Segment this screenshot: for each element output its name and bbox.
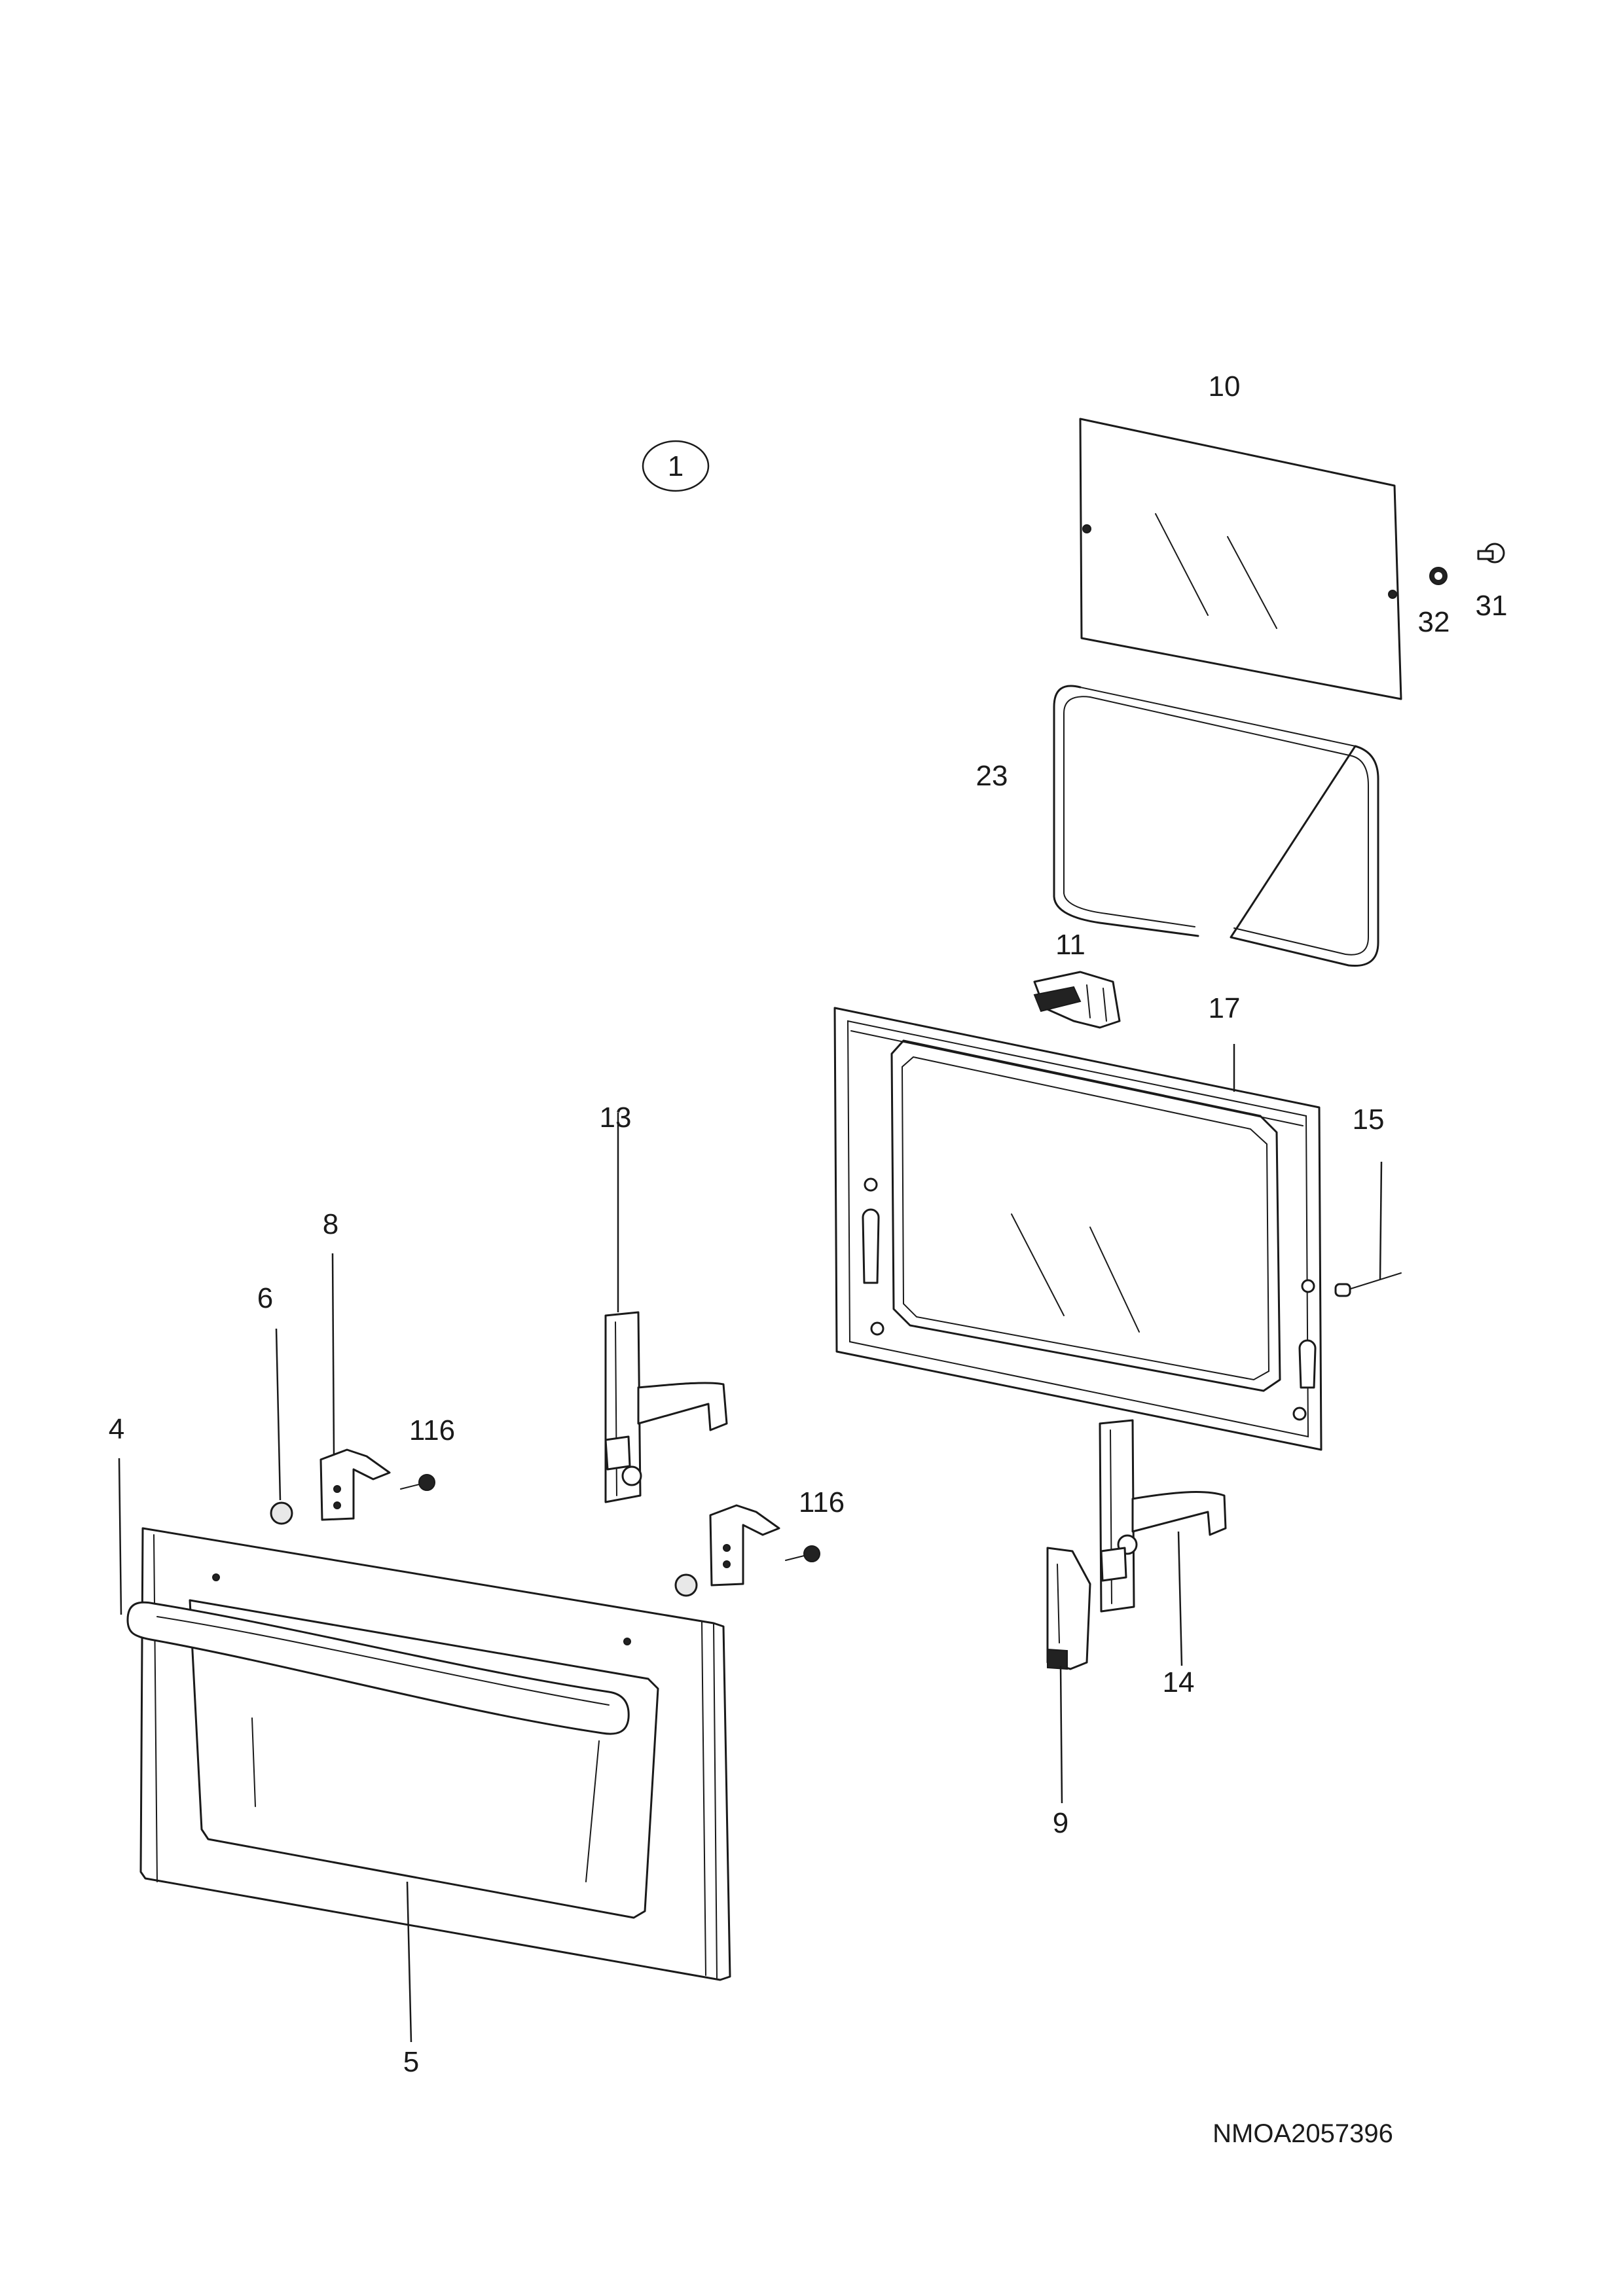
callout-116-right: 116 <box>799 1486 845 1518</box>
assembly-marker: 1 <box>642 440 710 492</box>
callout-6: 6 <box>257 1282 273 1314</box>
callout-116-left: 116 <box>409 1414 455 1446</box>
part-5-door-panel <box>139 1527 731 1981</box>
callout-9: 9 <box>1053 1807 1068 1839</box>
callout-labels: 10 32 31 23 11 17 15 13 8 6 4 116 116 14… <box>109 370 1508 2078</box>
part-11-clip <box>1033 971 1121 1029</box>
callout-11: 11 <box>1055 929 1085 961</box>
assembly-number: 1 <box>668 450 684 482</box>
callout-4: 4 <box>109 1413 124 1445</box>
part-17-inner-frame <box>833 1007 1322 1451</box>
callout-15: 15 <box>1353 1103 1385 1136</box>
part-116-screw-left <box>400 1474 435 1491</box>
part-31-screw <box>1477 543 1505 564</box>
callout-14: 14 <box>1163 1666 1195 1698</box>
part-6-washer-left <box>270 1501 293 1525</box>
callout-13: 13 <box>600 1102 632 1134</box>
part-32-washer <box>1429 567 1448 585</box>
part-14-hinge <box>1099 1419 1227 1613</box>
drawing-code: NMOA2057396 <box>1213 2119 1393 2148</box>
part-10-glass-panel <box>1079 418 1402 700</box>
callout-23: 23 <box>976 760 1008 792</box>
callout-8: 8 <box>323 1208 338 1240</box>
part-116-screw-right <box>785 1545 820 1562</box>
part-9-hinge-cover <box>1046 1547 1091 1670</box>
callout-5: 5 <box>403 2046 419 2078</box>
callout-31: 31 <box>1476 590 1508 622</box>
callout-32: 32 <box>1418 606 1450 638</box>
part-8-bracket-right <box>709 1504 780 1587</box>
callout-17: 17 <box>1209 992 1241 1024</box>
part-13-hinge <box>604 1311 728 1503</box>
part-15-pin <box>1334 1272 1402 1297</box>
callout-10: 10 <box>1209 370 1241 403</box>
part-23-gasket <box>1053 685 1379 967</box>
part-6-washer-right <box>674 1573 698 1597</box>
part-8-bracket-left <box>319 1448 391 1521</box>
leader-lines <box>118 1044 1383 2043</box>
part-4-handle <box>126 1601 630 1735</box>
